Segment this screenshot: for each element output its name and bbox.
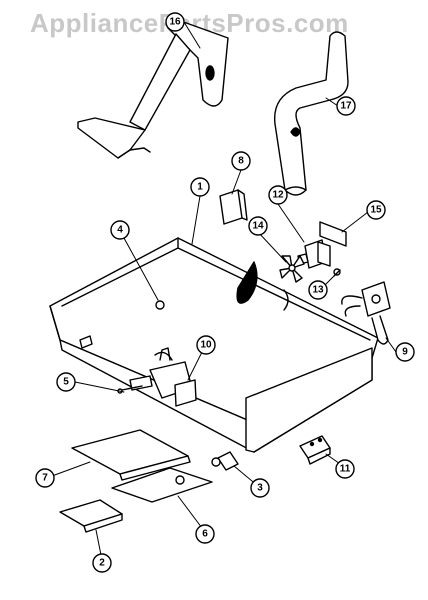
callout-10: 10 [196,335,216,355]
callout-1: 1 [190,177,210,197]
part-17-pipe-right[interactable] [273,31,349,196]
svg-text:6: 6 [202,529,208,540]
callout-9: 9 [395,342,415,362]
svg-text:4: 4 [117,225,123,236]
part-16-pipe-left[interactable] [77,19,229,159]
part-3-orifice[interactable] [211,451,239,471]
callout-13: 13 [308,280,328,300]
callout-8: 8 [231,151,251,171]
part-10-valve[interactable] [129,347,197,407]
part-6-plate[interactable] [111,467,213,503]
svg-text:11: 11 [340,464,351,475]
callout-7: 7 [35,468,55,488]
svg-text:9: 9 [402,347,408,358]
svg-text:12: 12 [272,190,284,201]
svg-text:15: 15 [370,205,382,216]
part-1-burner-box[interactable] [49,237,379,453]
svg-text:8: 8 [238,156,244,167]
svg-text:2: 2 [99,558,105,569]
callout-12: 12 [268,185,288,205]
callout-14: 14 [248,216,268,236]
svg-text:14: 14 [252,221,264,232]
svg-text:17: 17 [340,101,352,112]
part-14-fan[interactable] [279,255,305,283]
callout-3: 3 [250,478,270,498]
svg-text:13: 13 [312,285,324,296]
callout-2: 2 [92,553,112,573]
svg-text:3: 3 [257,483,263,494]
svg-text:1: 1 [197,182,203,193]
callout-4: 4 [110,220,130,240]
callout-5: 5 [56,372,76,392]
part-8-relay[interactable] [219,189,248,225]
callout-6: 6 [195,524,215,544]
part-15-bracket[interactable] [317,221,347,267]
part-11-terminal-block[interactable] [299,435,331,465]
callout-11: 11 [335,459,355,479]
callout-15: 15 [366,200,386,220]
svg-text:7: 7 [42,473,48,484]
svg-text:16: 16 [169,17,181,28]
callout-17: 17 [336,96,356,116]
part-7-cover[interactable] [71,429,191,481]
callout-16: 16 [165,12,185,32]
part-2-shield[interactable] [59,499,123,533]
part-13-screw[interactable] [333,268,341,277]
svg-text:10: 10 [200,340,212,351]
svg-text:5: 5 [63,377,69,388]
